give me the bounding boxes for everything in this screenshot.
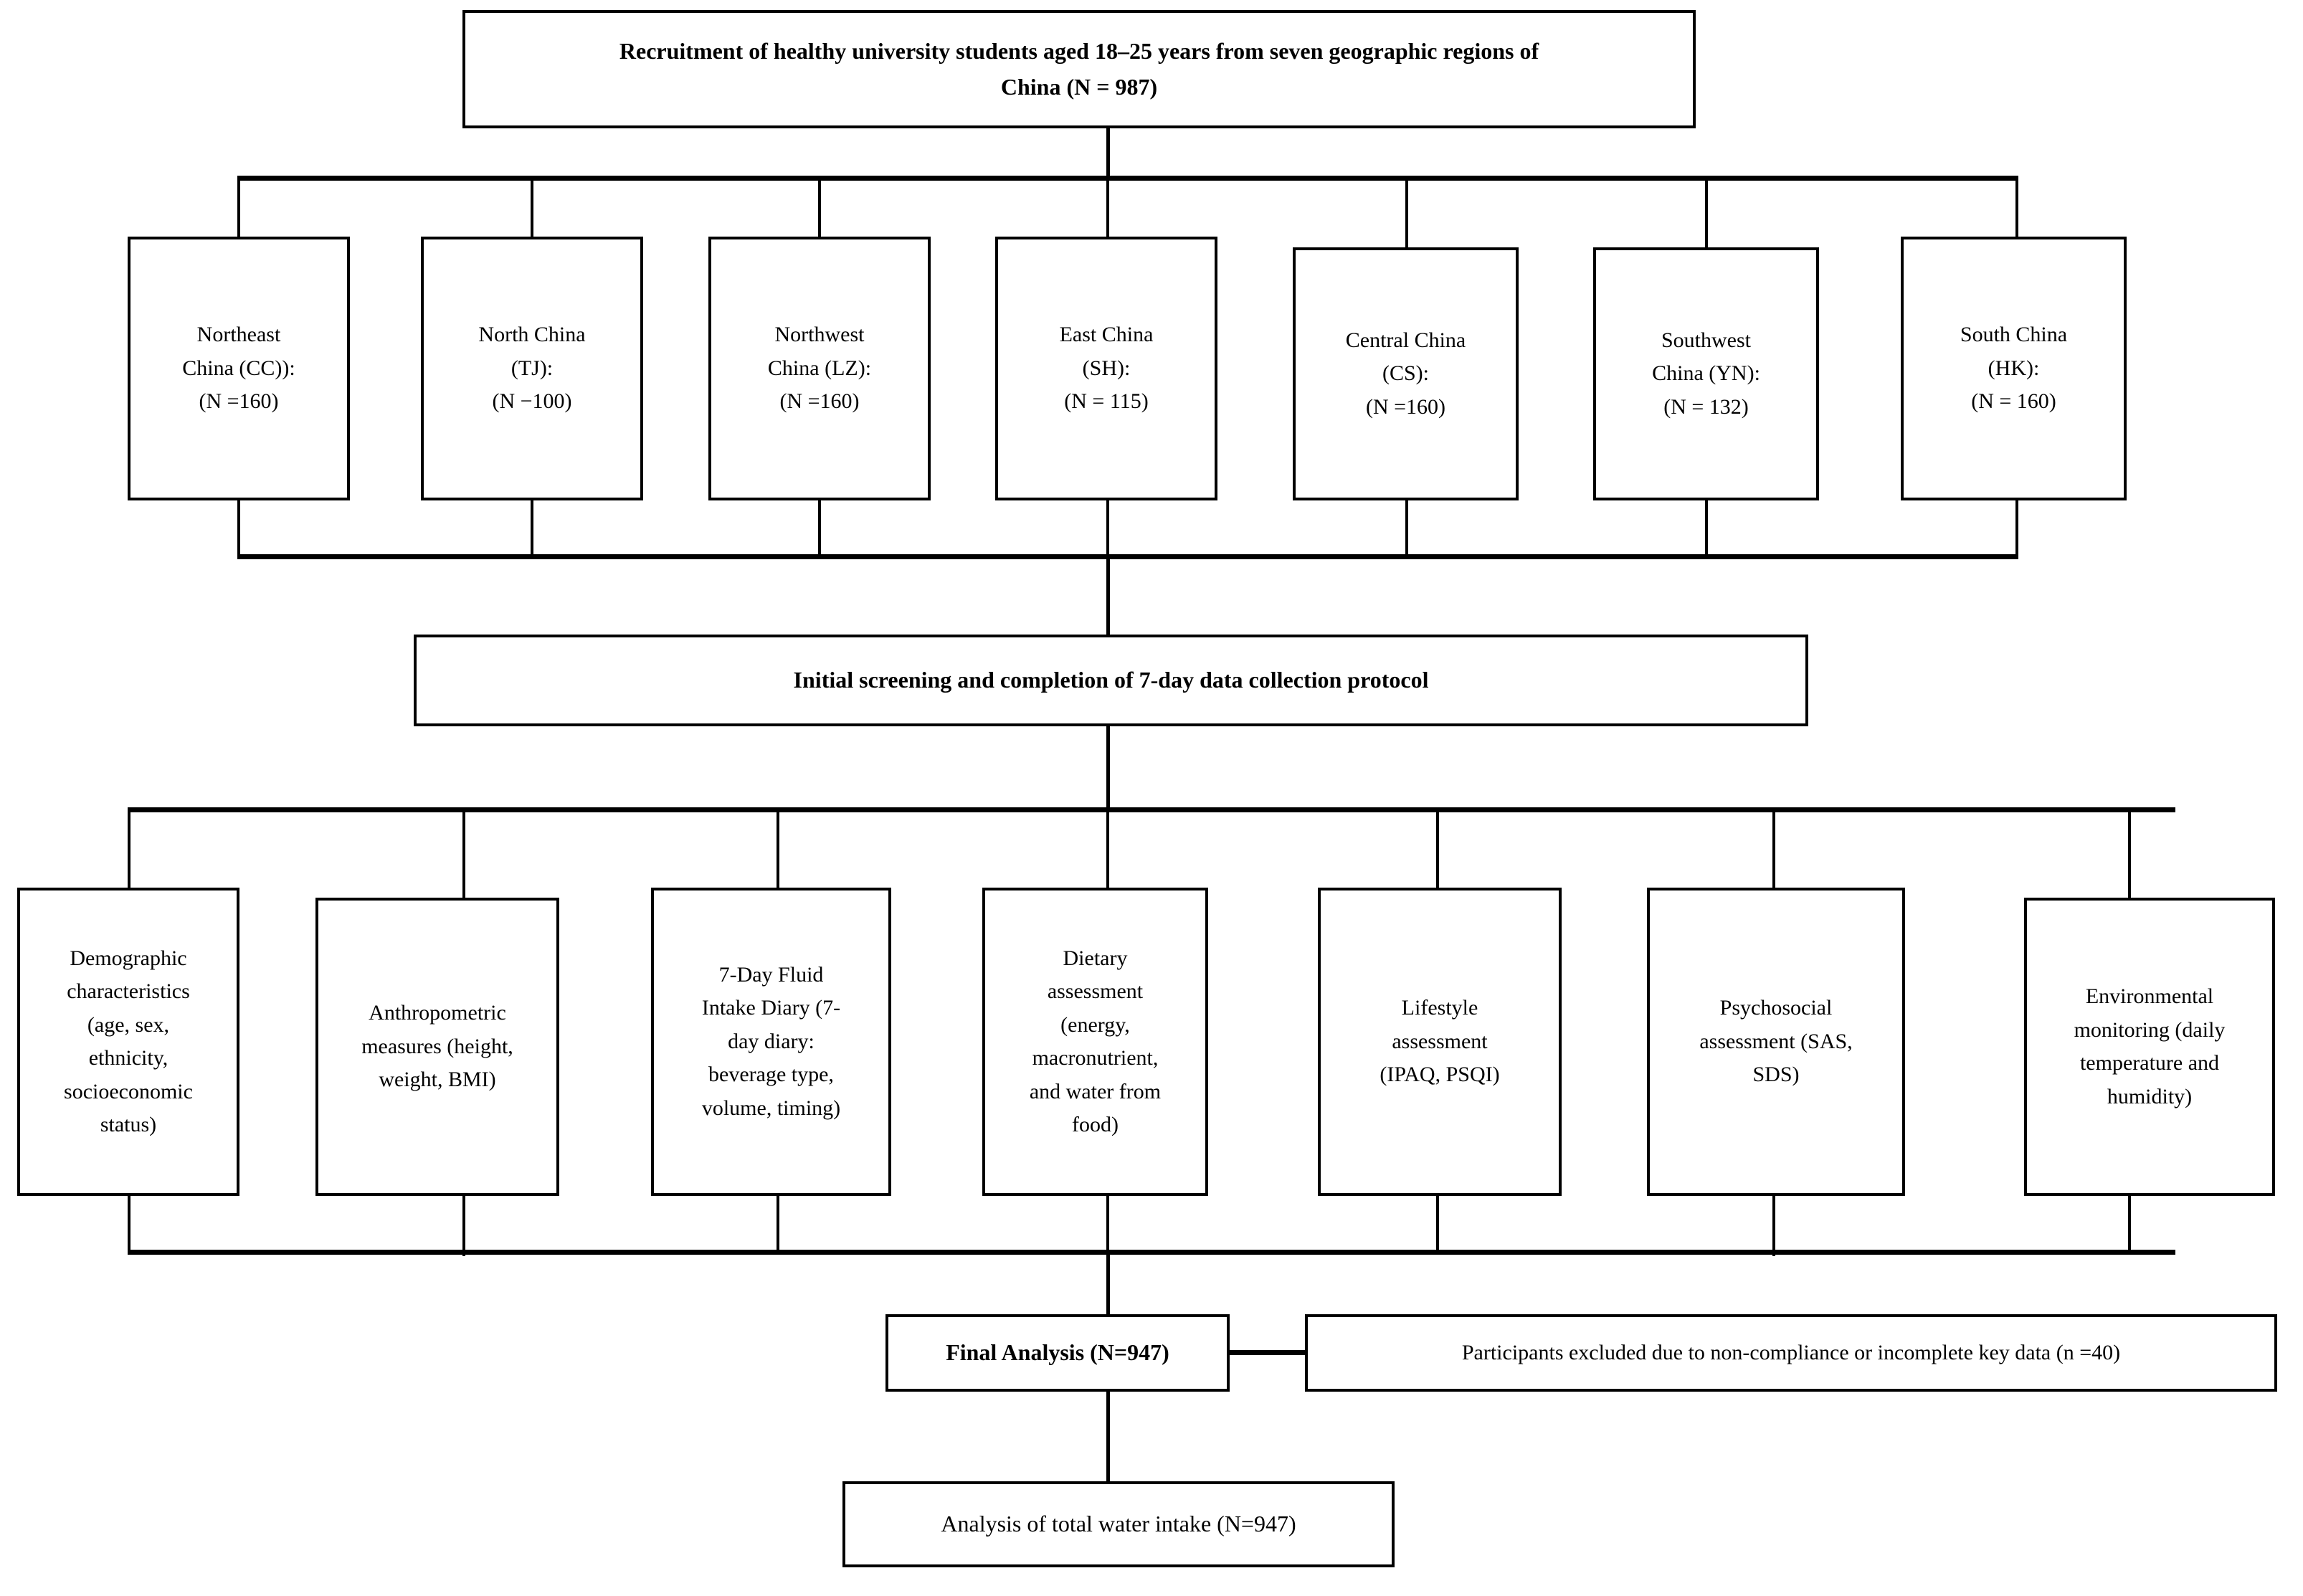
connector-screening-trunk: [1106, 554, 1110, 638]
connector-recruitment-trunk: [1106, 128, 1110, 180]
connector-region-drop-7: [2015, 176, 2018, 237]
connector-exclusion-link: [1227, 1350, 1310, 1355]
connector-region-drop-6: [1705, 176, 1708, 247]
connector-region-riser-2: [531, 500, 533, 559]
region-box-2: North China (TJ): (N −100): [421, 237, 643, 500]
connector-assessment-riser-5: [1436, 1196, 1439, 1253]
connector-region-drop-4: [1106, 176, 1109, 237]
assessment-label-4: Dietary assessment (energy, macronutrien…: [1029, 946, 1162, 1137]
assessment-label-2: Anthropometric measures (height, weight,…: [361, 1001, 513, 1092]
connector-assessment-drop-3: [777, 807, 779, 890]
region-label-3: Northwest China (LZ): (N =160): [767, 323, 872, 414]
assessment-box-3: 7-Day Fluid Intake Diary (7- day diary: …: [651, 888, 891, 1196]
assessment-label-1: Demographic characteristics (age, sex, e…: [64, 946, 193, 1137]
assessment-box-4: Dietary assessment (energy, macronutrien…: [982, 888, 1208, 1196]
connector-region-bus: [237, 176, 2018, 181]
connector-assessment-bus: [128, 807, 2175, 812]
assessment-label-3: 7-Day Fluid Intake Diary (7- day diary: …: [701, 962, 841, 1120]
assessment-box-5: Lifestyle assessment (IPAQ, PSQI): [1318, 888, 1562, 1196]
assessment-box-6: Psychosocial assessment (SAS, SDS): [1647, 888, 1905, 1196]
connector-assessment-riser-7: [2128, 1196, 2131, 1253]
region-box-6: Southwest China (YN): (N = 132): [1593, 247, 1819, 500]
exclusions-label: Participants excluded due to non-complia…: [1461, 1340, 2121, 1364]
connector-region-riser-1: [237, 500, 240, 559]
connector-region-drop-3: [818, 176, 821, 237]
region-label-4: East China (SH): (N = 115): [1059, 323, 1154, 414]
connector-assessment-drop-4: [1106, 807, 1109, 890]
connector-region-riser-4: [1106, 500, 1109, 559]
connector-region-collect-bus: [237, 554, 2018, 559]
connector-region-riser-3: [818, 500, 821, 559]
connector-assessment-drop-5: [1436, 807, 1439, 890]
recruitment-label: Recruitment of healthy university studen…: [619, 37, 1539, 100]
region-box-7: South China (HK): (N = 160): [1901, 237, 2127, 500]
connector-region-drop-5: [1405, 176, 1408, 247]
assessment-box-1: Demographic characteristics (age, sex, e…: [17, 888, 239, 1196]
exclusions-box: Participants excluded due to non-complia…: [1305, 1314, 2277, 1392]
outcome-box: Analysis of total water intake (N=947): [842, 1481, 1395, 1567]
final-analysis-label: Final Analysis (N=947): [946, 1339, 1169, 1366]
assessment-label-6: Psychosocial assessment (SAS, SDS): [1699, 996, 1853, 1087]
assessment-label-7: Environmental monitoring (daily temperat…: [2074, 984, 2226, 1108]
screening-label: Initial screening and completion of 7-da…: [793, 667, 1429, 693]
region-label-1: Northeast China (CC)): (N =160): [182, 323, 295, 414]
region-label-7: South China (HK): (N = 160): [1960, 323, 2068, 414]
region-box-5: Central China (CS): (N =160): [1293, 247, 1519, 500]
region-box-1: Northeast China (CC)): (N =160): [128, 237, 350, 500]
region-label-6: Southwest China (YN): (N = 132): [1652, 328, 1760, 419]
connector-region-riser-6: [1705, 500, 1708, 559]
connector-final-trunk: [1106, 1250, 1110, 1350]
recruitment-box: Recruitment of healthy university studen…: [462, 10, 1696, 128]
connector-assessment-drop-1: [128, 807, 130, 890]
assessment-box-7: Environmental monitoring (daily temperat…: [2024, 898, 2275, 1196]
region-box-3: Northwest China (LZ): (N =160): [708, 237, 931, 500]
connector-region-riser-7: [2015, 500, 2018, 559]
connector-assessment-drop-6: [1772, 807, 1775, 890]
connector-assessment-riser-3: [777, 1196, 779, 1253]
connector-assessment-collect-bus: [128, 1250, 2175, 1255]
connector-assessment-riser-2: [462, 1196, 465, 1256]
connector-region-drop-1: [237, 176, 240, 237]
connector-region-riser-5: [1405, 500, 1408, 559]
connector-region-drop-2: [531, 176, 533, 237]
final-analysis-box: Final Analysis (N=947): [885, 1314, 1230, 1392]
connector-assessment-riser-1: [128, 1196, 130, 1253]
connector-assessment-trunk: [1106, 726, 1110, 811]
connector-outcome-trunk: [1106, 1392, 1110, 1485]
region-label-2: North China (TJ): (N −100): [478, 323, 586, 414]
assessment-box-2: Anthropometric measures (height, weight,…: [315, 898, 559, 1196]
assessment-label-5: Lifestyle assessment (IPAQ, PSQI): [1380, 996, 1500, 1087]
connector-assessment-riser-4: [1106, 1196, 1109, 1253]
screening-box: Initial screening and completion of 7-da…: [414, 635, 1808, 726]
outcome-label: Analysis of total water intake (N=947): [941, 1511, 1296, 1537]
connector-assessment-riser-6: [1772, 1196, 1775, 1256]
connector-assessment-drop-2: [462, 807, 465, 901]
region-box-4: East China (SH): (N = 115): [995, 237, 1217, 500]
connector-assessment-drop-7: [2128, 807, 2131, 901]
region-label-5: Central China (CS): (N =160): [1345, 328, 1466, 419]
